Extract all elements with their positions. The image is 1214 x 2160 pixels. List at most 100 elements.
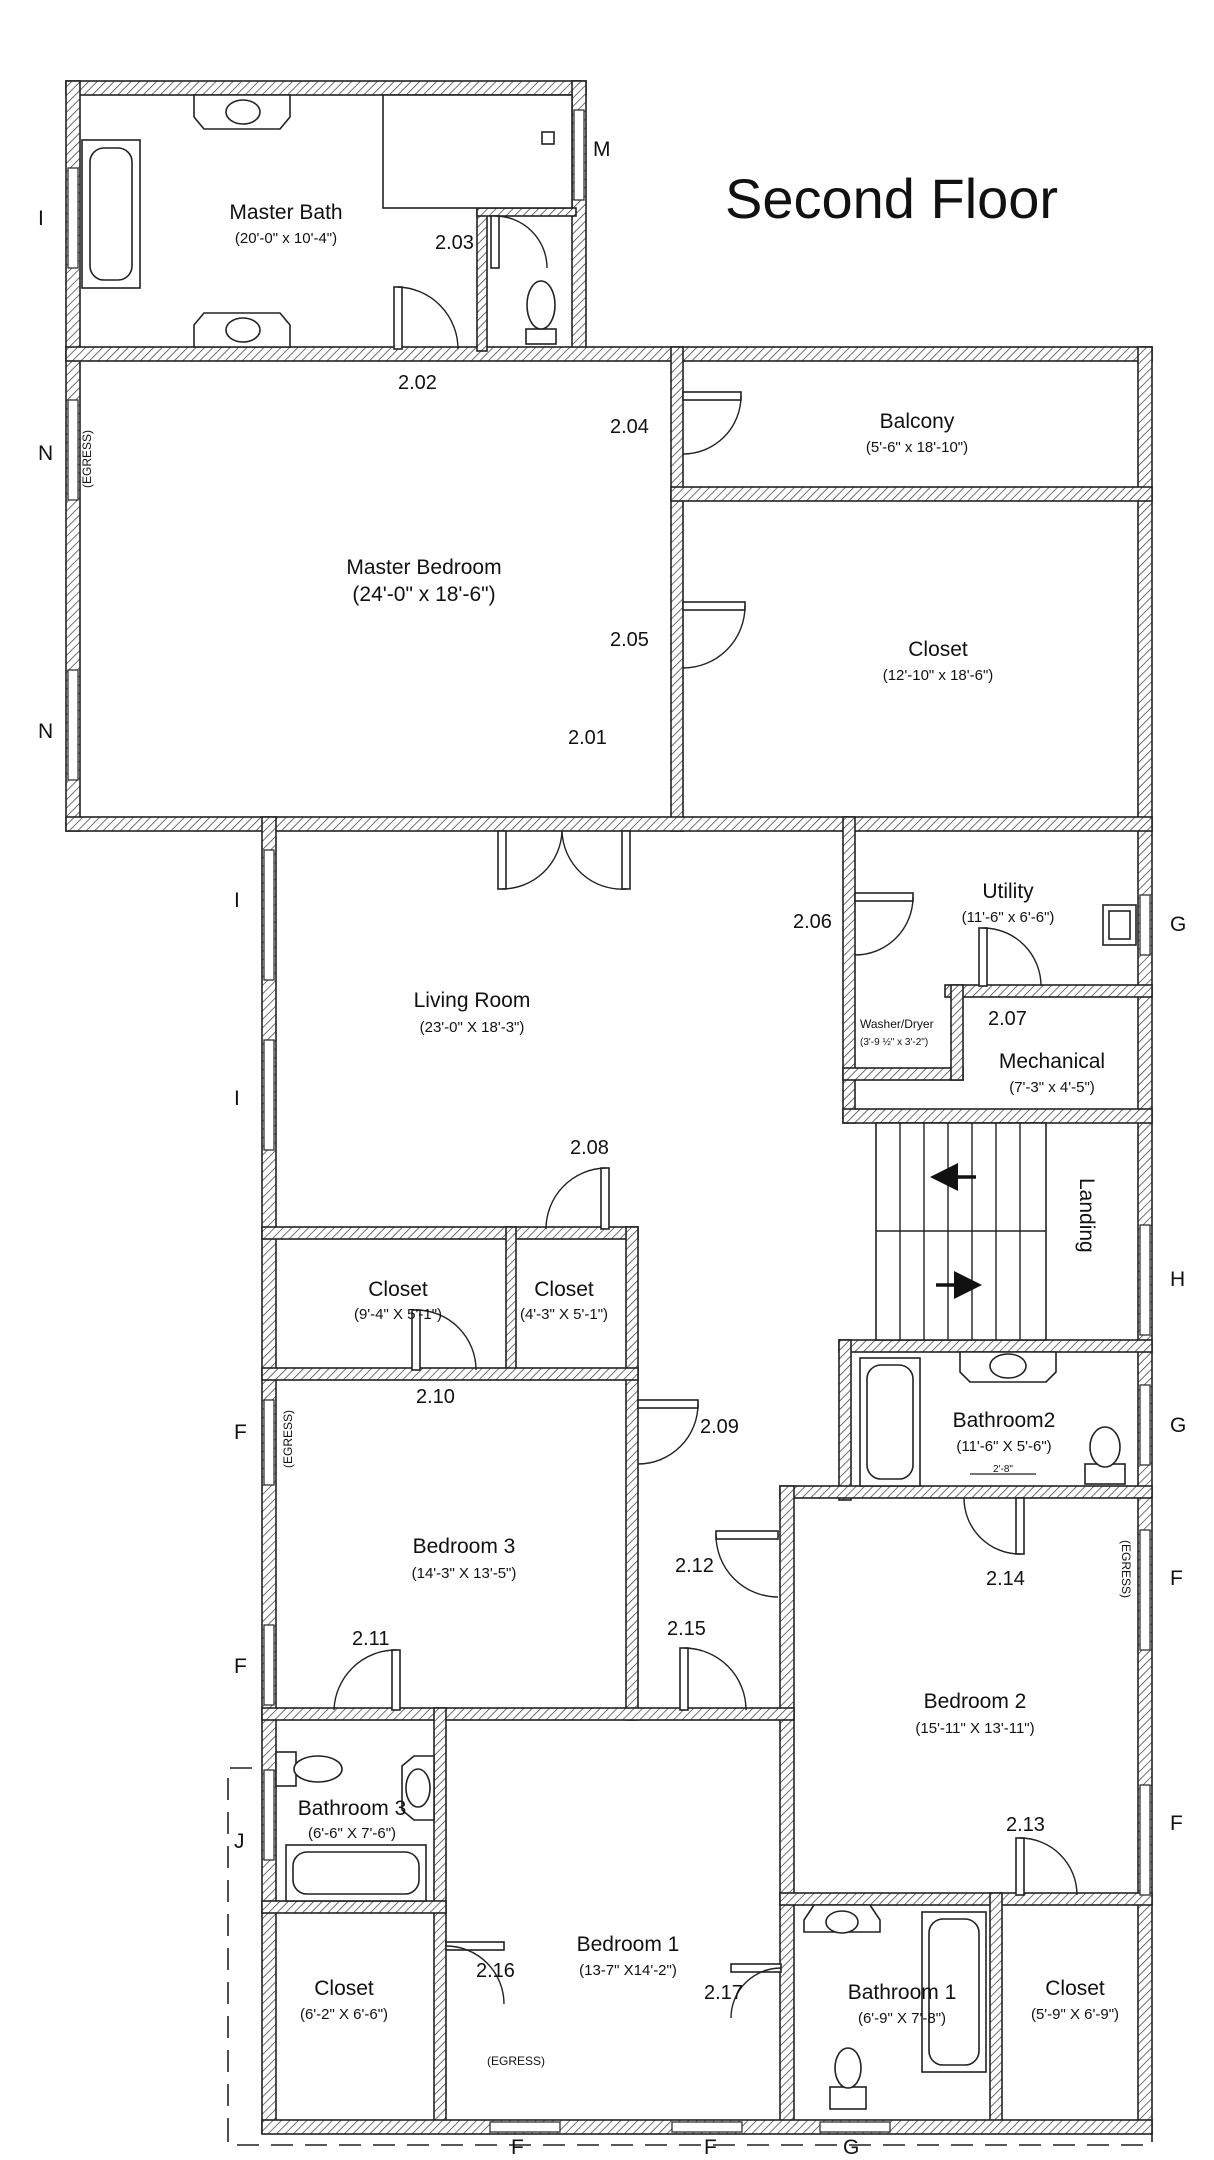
room-name-mechanical: Mechanical — [999, 1050, 1105, 1073]
window-landing — [1139, 1224, 1151, 1336]
room-name-utility: Utility — [982, 880, 1034, 903]
wall-balcony-bottom — [670, 486, 1153, 502]
window-tag-bot-1: F — [511, 2136, 524, 2159]
wall-closets-top — [261, 1226, 639, 1240]
bathtub-icon — [81, 139, 141, 289]
egress-label-bedroom2: (EGRESS) — [1119, 1540, 1133, 1598]
door-2-02 — [393, 286, 459, 350]
door-number-2-08: 2.08 — [570, 1137, 609, 1159]
window-b3-2 — [263, 1624, 275, 1706]
door-2-13 — [1015, 1837, 1078, 1896]
window-tag-mb-right: M — [593, 138, 611, 161]
door-2-08 — [545, 1167, 610, 1230]
window-tag-util: G — [1170, 913, 1186, 936]
room-dim-master-bedroom: (24'-0" x 18'-6") — [352, 583, 495, 606]
bathtub-icon — [285, 1844, 427, 1902]
door-number-2-12: 2.12 — [675, 1555, 714, 1577]
window-bot-3 — [819, 2121, 891, 2133]
window-tag-lr-1: I — [234, 889, 240, 912]
door-2-15 — [679, 1647, 747, 1711]
door-2-11 — [333, 1649, 401, 1711]
windows — [67, 109, 1151, 2133]
door-number-2-05: 2.05 — [610, 629, 649, 651]
room-dim-closet-b: (4'-3" X 5'-1") — [520, 1306, 608, 1323]
room-dim-bathroom2: (11'-6" X 5'-6") — [956, 1438, 1051, 1455]
door-number-2-17: 2.17 — [704, 1982, 743, 2004]
window-tag-bed-n2: N — [38, 720, 53, 743]
wall-bath2-west — [838, 1339, 852, 1501]
room-dim-mechanical: (7'-3" x 4'-5") — [1009, 1079, 1095, 1096]
room-name-closet-c: Closet — [314, 1977, 374, 2000]
sink-icon — [803, 1904, 881, 1934]
walls — [65, 80, 1153, 2135]
room-dim-closet-c: (6'-2" X 6'-6") — [300, 2006, 388, 2023]
window-bath3 — [263, 1769, 275, 1861]
window-tag-bath3: J — [234, 1830, 245, 1853]
room-dim-bathroom1: (6'-9" X 7'-8") — [858, 2010, 946, 2027]
room-dim-bedroom2: (15'-11" X 13'-11") — [915, 1720, 1034, 1737]
room-dim-bedroom3: (14'-3" X 13'-5") — [412, 1565, 517, 1582]
window-tag-b2-1: F — [1170, 1567, 1183, 1590]
toilet-icon — [525, 280, 557, 345]
window-mb-west — [67, 167, 79, 269]
plan-title: Second Floor — [725, 167, 1058, 230]
door-number-2-01: 2.01 — [568, 727, 607, 749]
bathtub-icon — [859, 1357, 921, 1487]
wall-bath2-bottom — [779, 1485, 1153, 1499]
room-dim-washer-dryer: (3'-9 ½" x 3'-2") — [860, 1037, 928, 1048]
room-name-master-bedroom: Master Bedroom — [346, 556, 501, 579]
door-number-2-13: 2.13 — [1006, 1814, 1045, 1836]
room-dim-balcony: (5'-6" x 18'-10") — [866, 439, 968, 456]
room-dim-closet-a: (9'-4" X 5'-1") — [354, 1306, 442, 1323]
room-dim-bedroom1: (13-7" X14'-2") — [579, 1962, 677, 1979]
room-name-living-room: Living Room — [414, 989, 531, 1012]
door-number-2-09: 2.09 — [700, 1416, 739, 1438]
window-bot-1 — [489, 2121, 561, 2133]
wall-b1-top — [261, 1707, 795, 1721]
door-2-05 — [682, 601, 746, 669]
room-name-closet-b: Closet — [534, 1278, 594, 1301]
doors — [333, 215, 1078, 2019]
window-tag-bed-n1: N — [38, 442, 53, 465]
egress-label-bedroom1: (EGRESS) — [487, 2054, 545, 2068]
bathtub-icon — [921, 1911, 987, 2073]
toilet-icon — [1084, 1426, 1126, 1485]
sink-icon — [959, 1351, 1057, 1383]
room-dim-closet-d: (5'-9" X 6'-9") — [1031, 2006, 1119, 2023]
room-name-washer-dryer: Washer/Dryer — [860, 1017, 934, 1031]
stairs — [875, 1122, 1047, 1341]
window-tag-lr-2: I — [234, 1087, 240, 1110]
wall-utility-mech — [944, 984, 1153, 998]
exterior-dashed-line — [227, 1767, 1153, 2146]
wall-utility-bottom — [842, 1108, 1153, 1124]
wall-bath1-top — [779, 1892, 1153, 1906]
window-bath2 — [1139, 1384, 1151, 1466]
wall-wc-top — [476, 207, 577, 217]
door-number-2-03: 2.03 — [435, 232, 474, 254]
window-lr-2 — [263, 1039, 275, 1151]
wall-bedroom-east — [670, 346, 684, 832]
wall-bath3-bottom — [261, 1900, 447, 1914]
window-tag-b2-2: F — [1170, 1812, 1183, 1835]
wall-bedroom-top — [65, 346, 1153, 362]
door-living-double — [497, 830, 631, 890]
wall-wd-bottom — [842, 1067, 964, 1081]
room-name-closet-master: Closet — [908, 638, 968, 661]
wall-b3-top — [261, 1367, 639, 1381]
room-dim-bathroom3: (6'-6" X 7'-6") — [308, 1825, 396, 1842]
window-tag-bot-3: G — [843, 2136, 859, 2159]
door-number-2-11: 2.11 — [352, 1628, 389, 1650]
sink-icon — [193, 94, 291, 130]
door-2-12 — [715, 1530, 779, 1598]
door-number-2-06: 2.06 — [793, 911, 832, 933]
door-number-2-04: 2.04 — [610, 416, 649, 438]
window-utility — [1139, 894, 1151, 956]
door-2-07 — [978, 927, 1042, 987]
door-2-06 — [854, 892, 914, 956]
window-bed-n1 — [67, 399, 79, 501]
sink-icon — [193, 312, 291, 348]
toilet-icon — [275, 1751, 343, 1787]
door-number-2-14: 2.14 — [986, 1568, 1025, 1590]
window-b2-2 — [1139, 1784, 1151, 1896]
